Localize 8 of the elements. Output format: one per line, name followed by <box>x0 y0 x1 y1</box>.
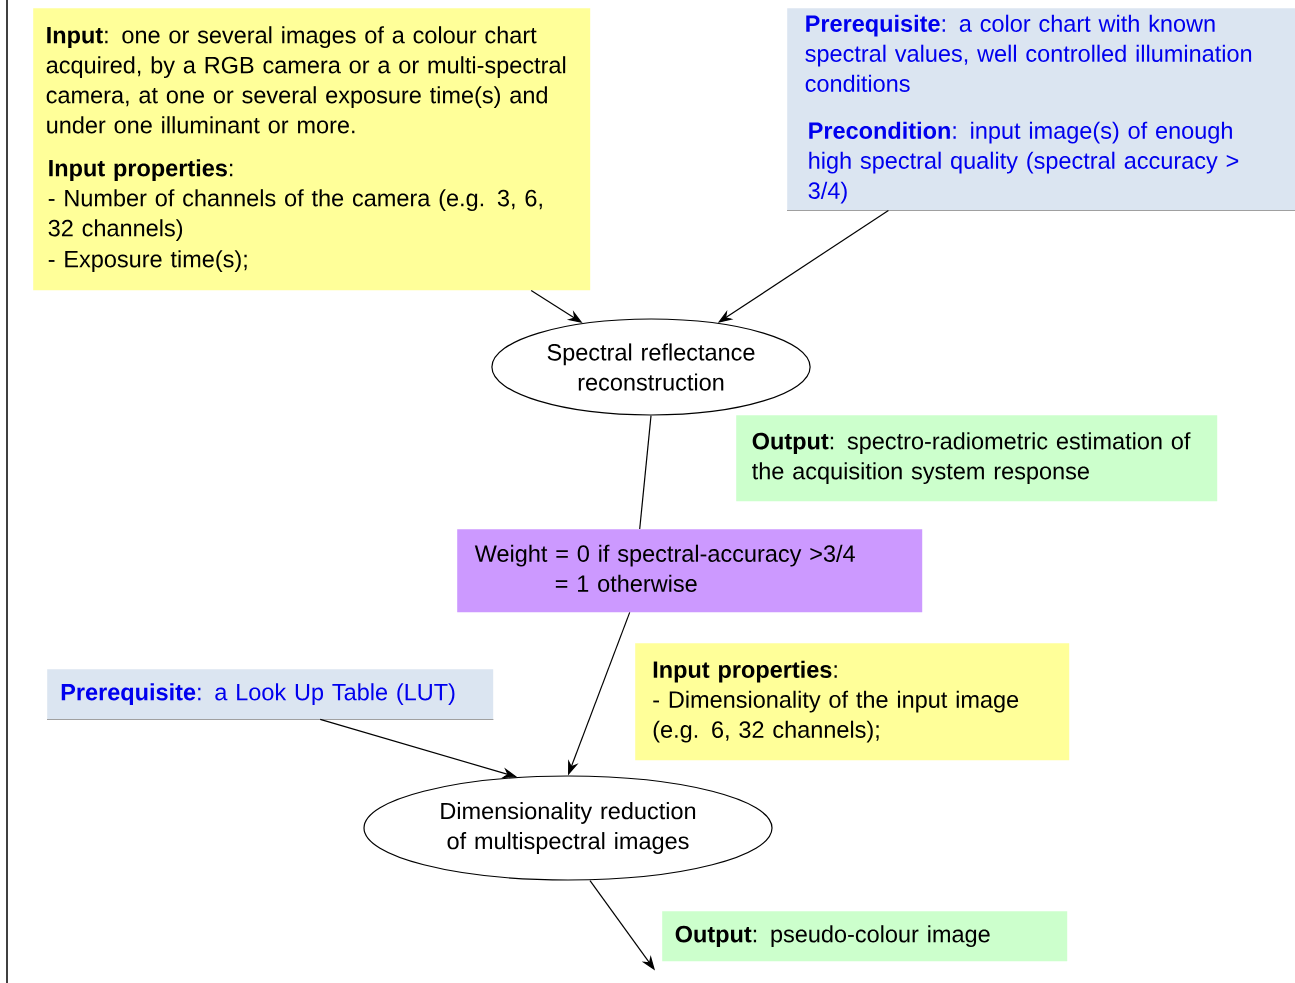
connector-line <box>639 415 652 530</box>
note-box: Input: one or several images of a colour chart acquired, by a RGB camera or a or multi-spectral camera, at one or several exposure time(s) and under one illuminant or more. Input properties: - Number of channels of the camera (e.g. 3, 6, 32 channels) - Exposure time(s); <box>33 8 591 291</box>
output-box: Output: pseudo-colour image <box>662 911 1068 962</box>
formula-box: Weight = 0 if spectral-accuracy >3/4 = 1 otherwise <box>457 529 923 613</box>
note-box: Input properties: - Dimensionality of the input image (e.g. 6, 32 channels); <box>635 643 1070 761</box>
note-box: Prerequisite: a color chart with known spectral values, well controlled illumination conditions Precondition: input image(s) of enough high spectral quality (spectral accuracy > 3/4) <box>786 8 1295 211</box>
output-box: Output: spectro-radiometric estimation of the acquisition system response <box>736 415 1218 502</box>
note-box: Prerequisite: a Look Up Table (LUT) <box>46 669 494 720</box>
